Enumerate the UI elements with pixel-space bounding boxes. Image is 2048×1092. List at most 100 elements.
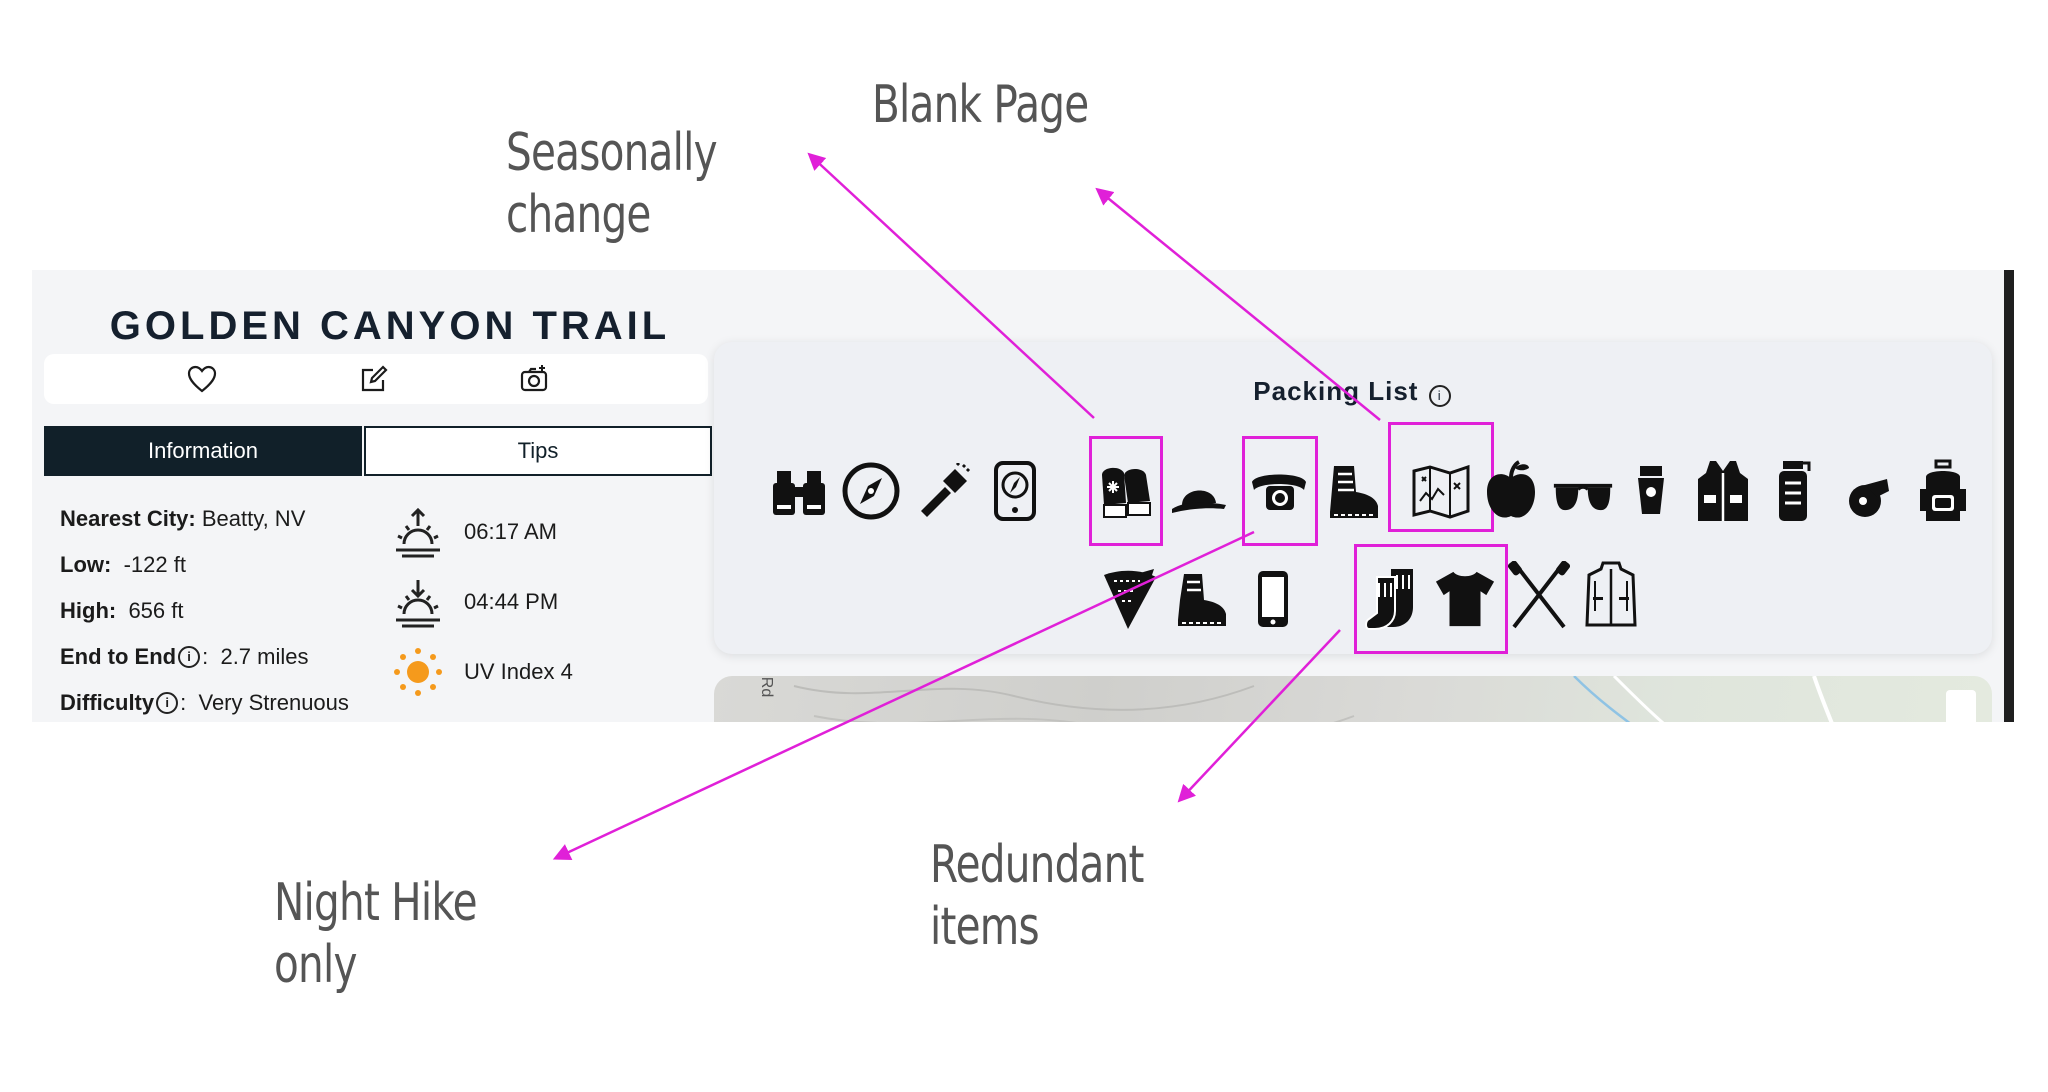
annotation-blank-page-text: Blank Page (872, 75, 1089, 135)
highlight-night-hike (1242, 436, 1318, 546)
sunglasses-icon (1553, 483, 1613, 511)
pack-tshirt[interactable] (1434, 566, 1496, 632)
boot-icon (1178, 574, 1226, 626)
uv-index: UV Index 4 (464, 659, 573, 684)
pack-apple[interactable] (1480, 458, 1542, 524)
tab-information[interactable]: Information (44, 426, 362, 476)
pack-sunglasses[interactable] (1552, 464, 1614, 530)
compass-icon (842, 462, 900, 520)
cap-icon (1172, 490, 1226, 513)
info-icon[interactable]: i (156, 692, 179, 714)
pack-cap[interactable] (1168, 466, 1230, 532)
pack-socks[interactable] (1364, 566, 1426, 632)
whistle-icon (1849, 479, 1889, 517)
map-zoom-control[interactable] (1946, 690, 1976, 722)
info-icon[interactable]: i (1428, 385, 1451, 407)
vest-icon (1698, 461, 1748, 521)
uv-row: UV Index 4 (392, 646, 573, 698)
end-to-end-label: End to End (60, 644, 177, 669)
apple-icon (1487, 460, 1535, 518)
tshirt-icon (1435, 571, 1495, 627)
trekking-poles-icon (1508, 561, 1570, 629)
heart-icon (187, 365, 217, 393)
annotation-redundant-line1: Redundant (930, 835, 1144, 895)
sunrise-row: 06:17 AM (392, 506, 557, 558)
nearest-city-value: Beatty, NV (201, 506, 306, 531)
trail-map-icon (1412, 464, 1470, 519)
flashlight-icon (921, 463, 971, 517)
annotation-redundant-line2: items (930, 897, 1040, 957)
pack-compass[interactable] (840, 458, 902, 524)
annotation-seasonal-line1: Seasonally (506, 123, 718, 183)
pack-hiking-boot[interactable] (1322, 458, 1384, 524)
camera-icon (520, 365, 548, 392)
highlight-redundant (1354, 544, 1508, 654)
annotation-blank-page: Blank Page (872, 74, 1089, 136)
annotation-night-line2: only (274, 935, 357, 995)
pack-binoculars[interactable] (768, 458, 830, 524)
annotation-night-line1: Night Hike (274, 873, 478, 933)
pack-trail-map[interactable] (1410, 458, 1472, 524)
map-road-label: Rd (758, 676, 776, 698)
sunrise-icon (396, 507, 440, 558)
low-label: Low: (60, 552, 112, 577)
pack-flashlight[interactable] (912, 458, 974, 524)
sun-icon (394, 648, 442, 696)
pack-backpack[interactable] (1912, 458, 1974, 524)
end-to-end-value: 2.7 miles (220, 644, 309, 669)
map-terrain (793, 676, 1834, 722)
high-value: 656 ft (128, 598, 184, 623)
annotation-redundant: Redundant items (930, 834, 1144, 958)
annotation-seasonal-line2: change (506, 185, 651, 245)
end-to-end-colon: : (202, 644, 209, 669)
low-row: Low: -122 ft (60, 552, 186, 578)
pack-mittens[interactable] (1095, 458, 1157, 524)
packing-list-card: Packing List i (714, 342, 1992, 654)
action-bar (44, 354, 708, 404)
pack-headlamp[interactable] (1248, 458, 1310, 524)
pack-phone[interactable] (1242, 566, 1304, 632)
mittens-icon (1102, 467, 1151, 518)
annotation-night-hike: Night Hike only (274, 872, 478, 996)
gps-device-icon (994, 461, 1036, 521)
nearest-city-label: Nearest City: (60, 506, 196, 531)
tab-tips[interactable]: Tips (364, 426, 712, 476)
binoculars-icon (773, 471, 825, 515)
packing-list-title-text: Packing List (1253, 376, 1419, 406)
bandana-icon (1104, 569, 1156, 629)
pack-sunscreen[interactable] (1620, 458, 1682, 524)
trail-detail-panel: GOLDEN CANYON TRAIL Information Tips Nea… (32, 270, 2012, 722)
favorite-button[interactable] (185, 362, 219, 396)
sunset-time: 04:44 PM (464, 589, 559, 614)
pack-trekking-poles[interactable] (1508, 561, 1570, 629)
screen-edge (2004, 270, 2014, 722)
pack-vest[interactable] (1692, 458, 1754, 524)
water-bottle-icon (1779, 461, 1811, 521)
pack-water-bottle[interactable] (1762, 458, 1824, 524)
info-icon[interactable]: i (178, 646, 201, 668)
difficulty-label: Difficulty (60, 690, 155, 715)
trail-map[interactable]: Rd (714, 676, 1992, 722)
pack-boot[interactable] (1170, 566, 1232, 632)
sunset-row: 04:44 PM (392, 576, 558, 628)
annotation-seasonal: Seasonally change (506, 122, 718, 246)
hiking-boot-icon (1330, 466, 1378, 518)
trail-title: GOLDEN CANYON TRAIL (109, 304, 671, 348)
nearest-city-row: Nearest City: Beatty, NV (60, 506, 305, 532)
add-photo-button[interactable] (517, 362, 551, 396)
pack-whistle[interactable] (1838, 462, 1900, 528)
high-row: High: 656 ft (60, 598, 183, 624)
edit-button[interactable] (357, 362, 391, 396)
difficulty-colon: : (180, 690, 187, 715)
sunscreen-icon (1638, 466, 1664, 514)
pack-jacket[interactable] (1580, 561, 1642, 628)
backpack-icon (1920, 459, 1966, 521)
packing-list-title: Packing List i (714, 376, 1992, 407)
pack-gps[interactable] (984, 458, 1046, 524)
highlight-blank-page (1388, 422, 1494, 532)
pack-bandana[interactable] (1098, 566, 1160, 632)
phone-icon (1258, 571, 1288, 627)
high-label: High: (60, 598, 117, 623)
